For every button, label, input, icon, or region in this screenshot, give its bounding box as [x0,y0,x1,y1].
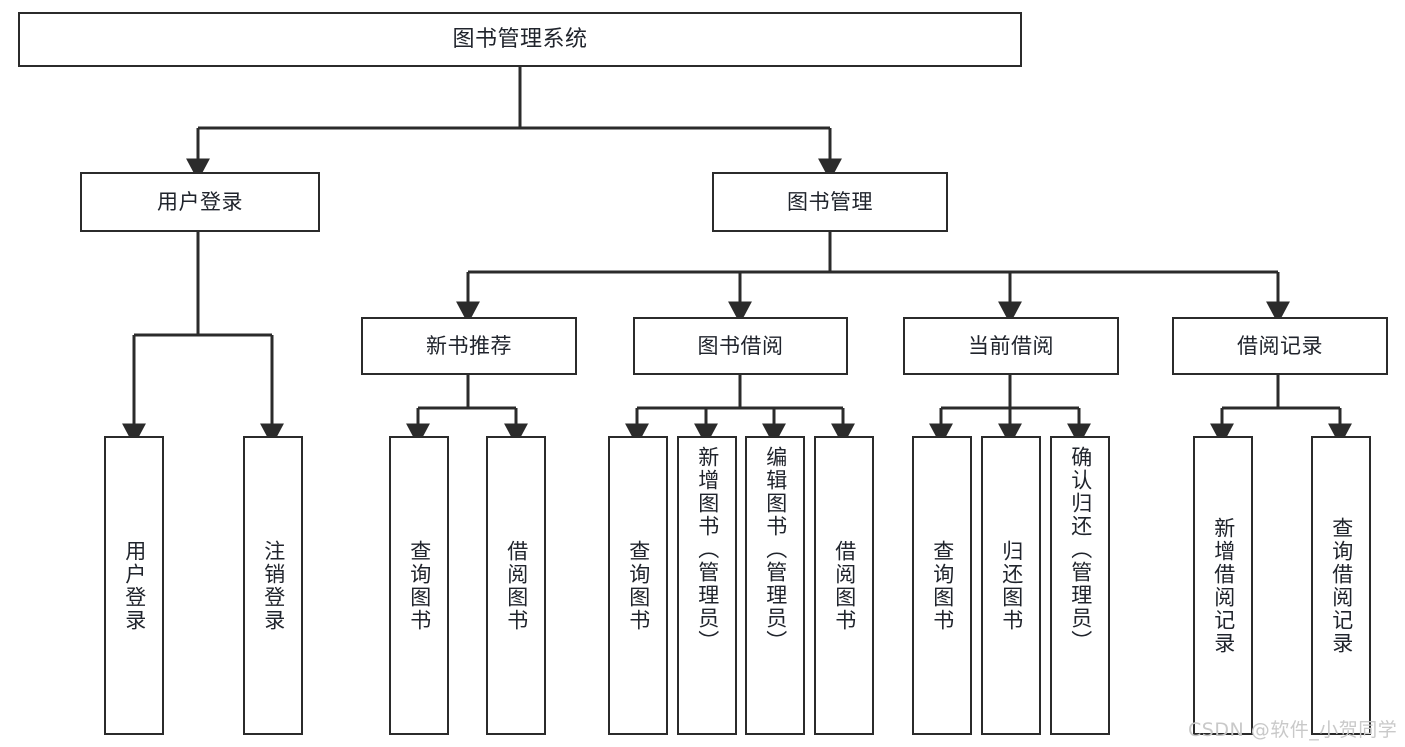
node-leaf-borrow-book-2[interactable]: 借阅图书 [814,436,874,735]
node-root[interactable]: 图书管理系统 [18,12,1022,67]
node-book-manage[interactable]: 图书管理 [712,172,948,232]
node-leaf-return-book-label: 归还图书 [999,539,1024,632]
node-leaf-edit-book-label: 编辑图书（管理员） [763,446,788,653]
node-leaf-query-book-3[interactable]: 查询图书 [912,436,972,735]
node-new-book-recommend[interactable]: 新书推荐 [361,317,577,375]
node-book-manage-label: 图书管理 [787,189,873,214]
node-borrow-record[interactable]: 借阅记录 [1172,317,1388,375]
node-book-borrow[interactable]: 图书借阅 [633,317,848,375]
node-leaf-borrow-book-2-label: 借阅图书 [832,539,857,632]
node-current-borrow-label: 当前借阅 [968,333,1054,358]
node-leaf-edit-book[interactable]: 编辑图书（管理员） [745,436,805,735]
node-borrow-record-label: 借阅记录 [1237,333,1323,358]
node-leaf-query-book-3-label: 查询图书 [930,539,955,632]
node-user-login-label: 用户登录 [157,189,243,214]
node-leaf-add-book-label: 新增图书（管理员） [695,446,720,653]
node-leaf-query-record[interactable]: 查询借阅记录 [1311,436,1371,735]
node-leaf-query-book-2[interactable]: 查询图书 [608,436,668,735]
node-book-borrow-label: 图书借阅 [697,333,784,358]
node-leaf-add-record[interactable]: 新增借阅记录 [1193,436,1253,735]
node-leaf-user-login[interactable]: 用户登录 [104,436,164,735]
node-leaf-user-login-label: 用户登录 [122,539,147,632]
node-leaf-logout-login-label: 注销登录 [261,539,286,632]
node-leaf-confirm-return[interactable]: 确认归还（管理员） [1050,436,1110,735]
node-leaf-query-book-1[interactable]: 查询图书 [389,436,449,735]
node-root-label: 图书管理系统 [452,26,588,52]
node-new-book-recommend-label: 新书推荐 [426,333,512,358]
node-leaf-query-book-2-label: 查询图书 [626,539,651,632]
node-leaf-borrow-book-1[interactable]: 借阅图书 [486,436,546,735]
node-leaf-logout-login[interactable]: 注销登录 [243,436,303,735]
node-leaf-query-record-label: 查询借阅记录 [1329,516,1354,655]
node-current-borrow[interactable]: 当前借阅 [903,317,1119,375]
node-leaf-query-book-1-label: 查询图书 [407,539,432,632]
node-leaf-borrow-book-1-label: 借阅图书 [504,539,529,632]
node-leaf-return-book[interactable]: 归还图书 [981,436,1041,735]
node-leaf-confirm-return-label: 确认归还（管理员） [1068,446,1093,653]
node-leaf-add-record-label: 新增借阅记录 [1211,516,1236,655]
node-leaf-add-book[interactable]: 新增图书（管理员） [677,436,737,735]
watermark: CSDN @软件_小贺同学 [1188,719,1398,741]
node-user-login[interactable]: 用户登录 [80,172,320,232]
